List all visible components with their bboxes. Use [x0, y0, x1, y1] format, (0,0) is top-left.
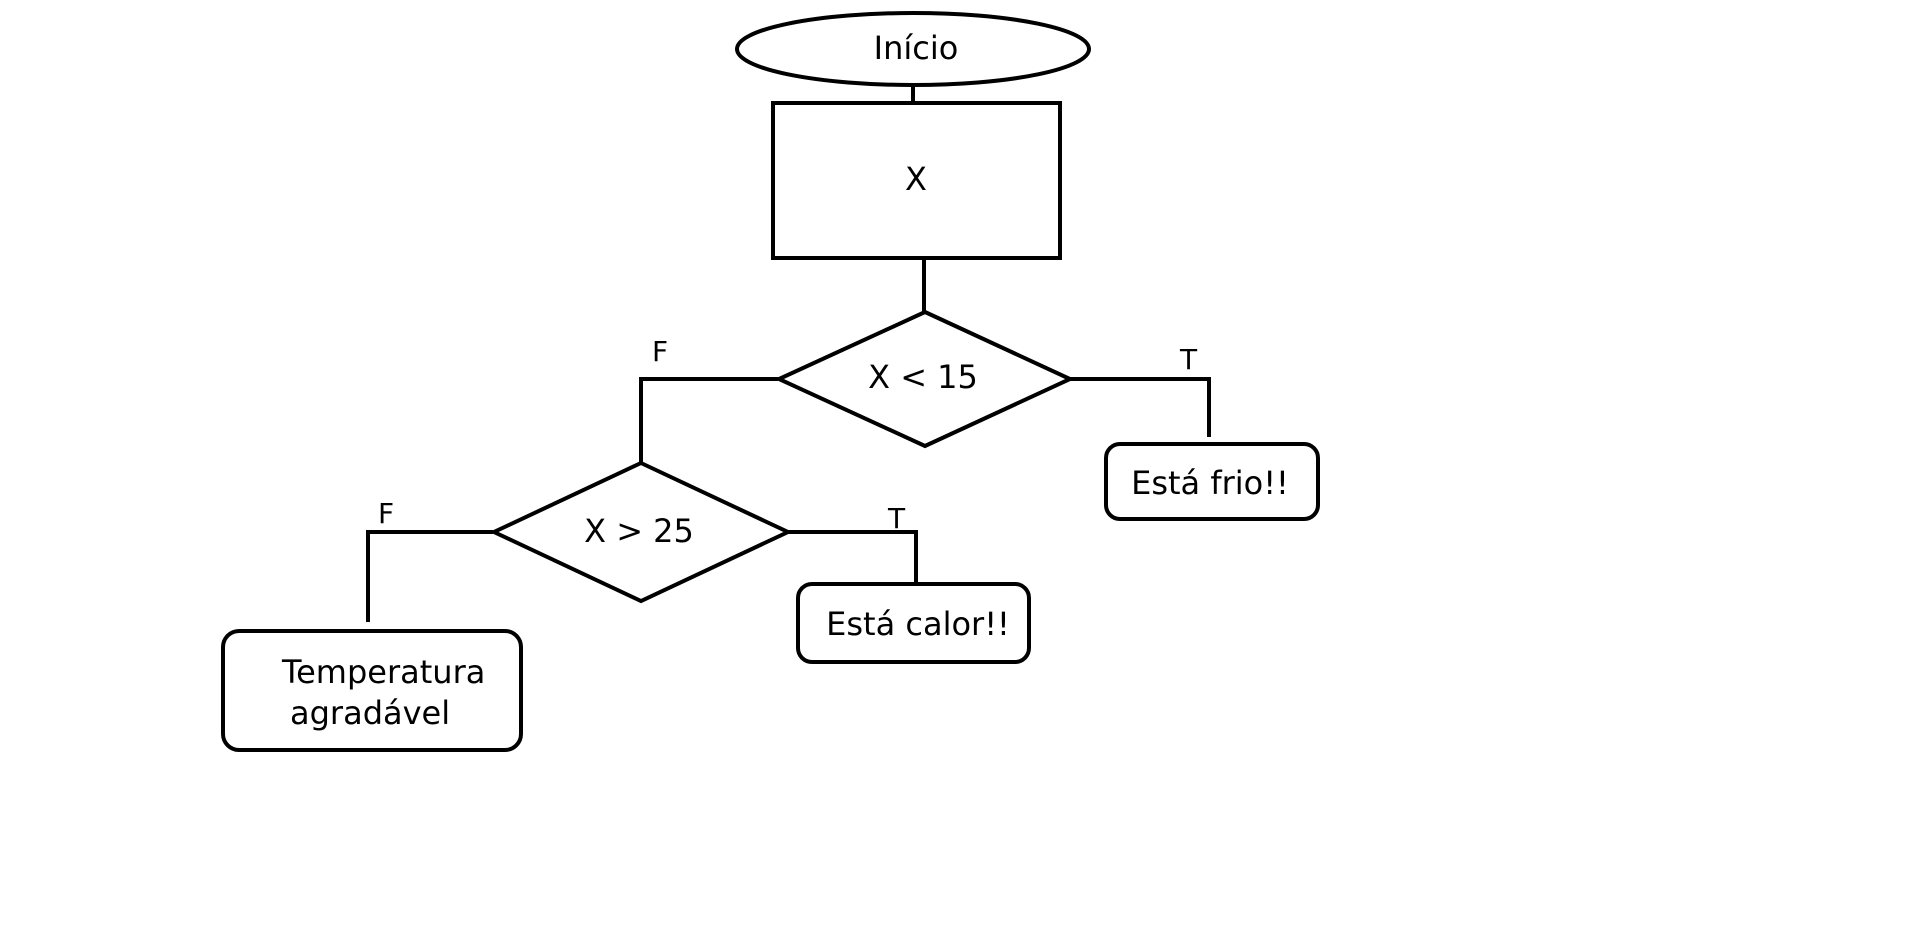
output-cold-box	[1104, 442, 1320, 521]
decision-2-node: X > 25 T F	[378, 460, 906, 604]
input-rectangle	[771, 101, 1062, 260]
connector-decision-1-true	[1070, 377, 1211, 437]
decision-1-true-label: T	[1179, 343, 1198, 376]
decision-2-label: X > 25	[584, 512, 694, 550]
connector-decision-2-false	[366, 530, 493, 622]
output-cold-node: Está frio!!	[1104, 442, 1320, 521]
decision-1-label: X < 15	[868, 358, 978, 396]
input-node: X	[771, 101, 1062, 260]
decision-2-false-label: F	[378, 497, 394, 530]
output-hot-box	[796, 582, 1031, 664]
decision-2-diamond	[489, 460, 793, 604]
output-pleasant-line-1: Temperatura	[281, 653, 485, 691]
decision-1-diamond	[774, 309, 1075, 449]
output-pleasant-node: Temperatura agradável	[221, 629, 523, 752]
connector-decision-2-true	[788, 530, 918, 584]
output-cold-label: Está frio!!	[1131, 464, 1289, 502]
start-label: Início	[874, 29, 959, 67]
input-label: X	[905, 160, 927, 198]
decision-1-node: X < 15 T F	[652, 309, 1198, 449]
output-hot-node: Está calor!!	[796, 582, 1031, 664]
connectors	[366, 86, 1211, 622]
decision-2-true-label: T	[887, 502, 906, 535]
start-ellipse	[735, 11, 1091, 87]
output-hot-label: Está calor!!	[826, 605, 1010, 643]
start-node: Início	[735, 11, 1091, 87]
decision-1-false-label: F	[652, 335, 668, 368]
output-pleasant-box	[221, 629, 523, 752]
output-pleasant-line-2: agradável	[290, 694, 450, 732]
connector-decision-1-false	[639, 377, 778, 463]
